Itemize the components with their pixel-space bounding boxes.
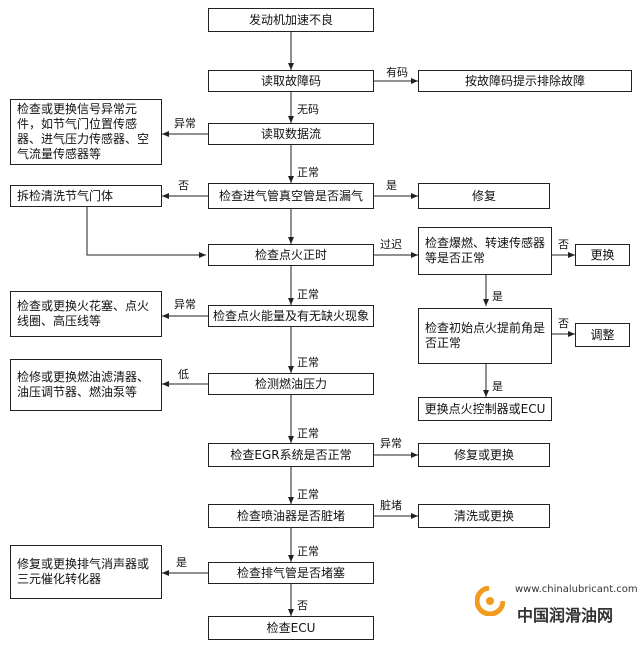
read-codes-node: 读取故障码 [208, 70, 374, 92]
watermark-url: www.chinalubricant.com [515, 584, 638, 595]
ignition-timing-node: 检查点火正时 [208, 244, 374, 266]
clean-or-replace-node: 清洗或更换 [418, 504, 550, 528]
replace-plugs-node: 检查或更换火花塞、点火线圈、高压线等 [10, 291, 162, 337]
egr-node: 检查EGR系统是否正常 [208, 443, 374, 467]
start-node: 发动机加速不良 [208, 8, 374, 32]
edge-label-yes-1: 是 [386, 179, 397, 192]
edge-label-abnormal-3: 异常 [380, 437, 402, 450]
edge-label-normal-1: 正常 [297, 166, 319, 179]
edge-label-normal-5: 正常 [297, 488, 319, 501]
knock-sensor-node: 检查爆燃、转速传感器等是否正常 [418, 227, 552, 275]
watermark-name: 中国润滑油网 [517, 606, 614, 625]
edge-label-no-4: 否 [297, 599, 308, 612]
edge-label-delay: 过迟 [380, 238, 402, 251]
initial-advance-node: 检查初始点火提前角是否正常 [418, 308, 552, 364]
edge-label-normal-3: 正常 [297, 356, 319, 369]
fuel-parts-node: 检修或更换燃油滤清器、油压调节器、燃油泵等 [10, 359, 162, 411]
edge-label-yes-4: 是 [176, 556, 187, 569]
edge-label-abnormal-2: 异常 [174, 298, 196, 311]
check-ecu-node: 检查ECU [208, 616, 374, 640]
edge-label-no-3: 否 [558, 317, 569, 330]
edge-label-yes-2: 是 [492, 290, 503, 303]
read-stream-node: 读取数据流 [208, 123, 374, 145]
fuel-pressure-node: 检测燃油压力 [208, 373, 374, 395]
edge-label-no-code: 无码 [297, 103, 319, 116]
exhaust-node: 检查排气管是否堵塞 [208, 562, 374, 584]
repair-node: 修复 [418, 183, 550, 209]
edge-label-abnormal-1: 异常 [174, 117, 196, 130]
edge-label-normal-4: 正常 [297, 427, 319, 440]
watermark-logo-icon [475, 586, 505, 616]
adjust-node: 调整 [575, 323, 630, 347]
muffler-node: 修复或更换排气消声器或三元催化转化器 [10, 545, 162, 599]
edge-label-no-1: 否 [178, 179, 189, 192]
replace-sensors-node: 检查或更换信号异常元件，如节气门位置传感器、进气压力传感器、空气流量传感器等 [10, 99, 162, 165]
edge-label-yes-3: 是 [492, 380, 503, 393]
edge-label-normal-2: 正常 [297, 288, 319, 301]
replace-node: 更换 [575, 244, 630, 266]
injector-node: 检查喷油器是否脏堵 [208, 504, 374, 528]
egr-repair-node: 修复或更换 [418, 443, 550, 467]
edge-label-no-2: 否 [558, 238, 569, 251]
edge-label-blocked: 脏堵 [380, 499, 402, 512]
edge-label-normal-6: 正常 [297, 545, 319, 558]
edge-label-low: 低 [178, 368, 189, 381]
edge-label-has-code: 有码 [386, 66, 408, 79]
fix-by-code-node: 按故障码提示排除故障 [418, 70, 632, 92]
clean-throttle-node: 拆检清洗节气门体 [10, 185, 162, 207]
replace-ecu-ctrl-node: 更换点火控制器或ECU [418, 397, 552, 421]
ignition-energy-node: 检查点火能量及有无缺火现象 [208, 305, 374, 327]
intake-leak-node: 检查进气管真空管是否漏气 [208, 183, 374, 209]
